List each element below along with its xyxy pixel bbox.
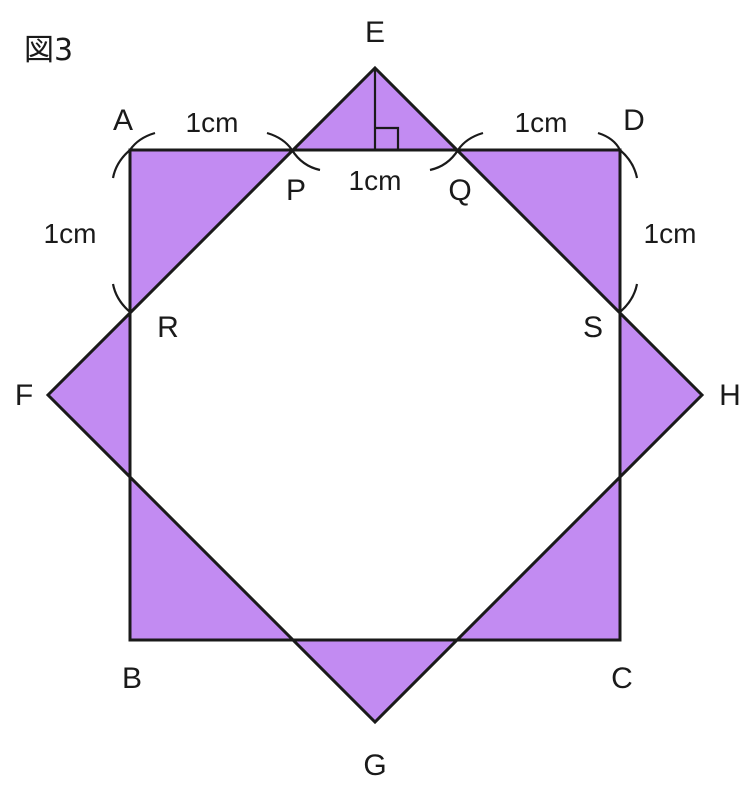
- arc-AP-right: [266, 131, 293, 151]
- label-G: G: [363, 749, 386, 782]
- arc-QD-left: [457, 131, 484, 151]
- arc-DS-bottom: [619, 283, 639, 313]
- arc-AR-bottom: [111, 283, 131, 313]
- figure-title: 図3: [24, 33, 73, 68]
- arc-AR-top: [111, 149, 131, 179]
- point-labels: E A D P Q R S F H B C G: [15, 16, 741, 782]
- length-label-QD: 1cm: [515, 107, 568, 138]
- label-S: S: [583, 311, 603, 344]
- length-label-AR: 1cm: [44, 218, 97, 249]
- shaded-triangle-right: [620, 312, 702, 478]
- arc-QD-right: [597, 131, 621, 151]
- length-labels: 1cm 1cm 1cm 1cm 1cm: [44, 107, 697, 249]
- label-C: C: [611, 662, 633, 695]
- arc-PQ-right: [429, 149, 459, 172]
- shaded-triangle-bottom: [292, 640, 458, 722]
- arc-DS-top: [619, 149, 639, 179]
- label-B: B: [122, 662, 142, 695]
- label-A: A: [113, 104, 133, 137]
- arc-AP-left: [129, 131, 156, 151]
- square-EHGF: [45, 65, 705, 725]
- label-R: R: [157, 311, 179, 344]
- measurement-arcs: [111, 131, 639, 313]
- length-label-DS: 1cm: [644, 218, 697, 249]
- label-D: D: [623, 104, 645, 137]
- label-H: H: [719, 379, 741, 412]
- arc-PQ-left: [291, 149, 321, 172]
- shaded-triangle-left: [48, 312, 130, 478]
- right-angle-mark: [375, 126, 400, 150]
- label-F: F: [15, 379, 33, 412]
- length-label-PQ: 1cm: [349, 165, 402, 196]
- label-P: P: [286, 174, 306, 207]
- length-label-AP: 1cm: [186, 107, 239, 138]
- label-E: E: [365, 16, 385, 49]
- label-Q: Q: [448, 174, 471, 207]
